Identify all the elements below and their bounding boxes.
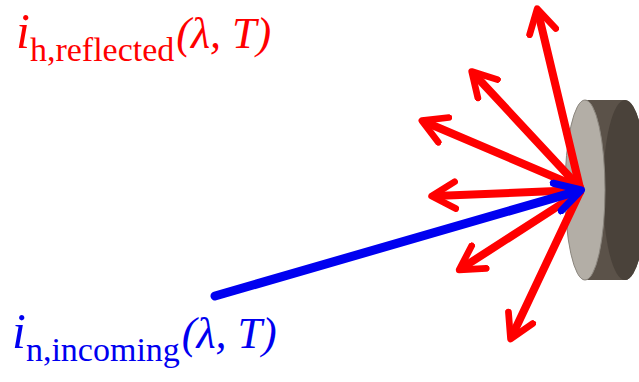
intensity-symbol: i <box>16 3 30 59</box>
reflected-ray <box>425 122 580 188</box>
reflected-ray <box>474 74 580 188</box>
incoming-intensity-label: in,incoming(λ, T) <box>12 306 277 367</box>
reflected-intensity-label: ih,reflected(λ, T) <box>16 6 271 67</box>
reflected-rays <box>425 12 580 336</box>
reflected-ray <box>512 192 580 336</box>
intensity-symbol: i <box>12 303 26 359</box>
argument: (λ, T) <box>182 309 277 358</box>
subscript: n,incoming <box>26 331 180 368</box>
incoming-ray <box>215 191 578 296</box>
subscript: h,reflected <box>30 31 174 68</box>
argument: (λ, T) <box>176 9 271 58</box>
